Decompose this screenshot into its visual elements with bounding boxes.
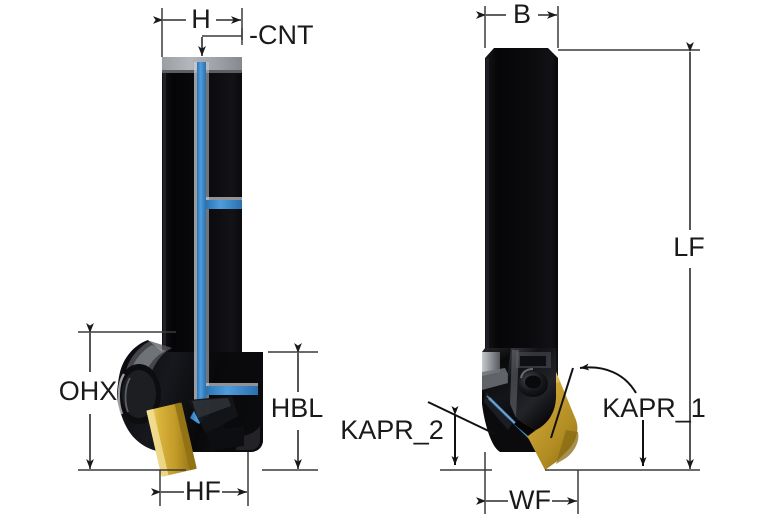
coolant-main-bore bbox=[197, 62, 206, 417]
right-clamp-edge-highlight bbox=[510, 350, 519, 418]
left-view-tool bbox=[117, 57, 263, 477]
kapr1-curved-leader bbox=[579, 363, 637, 394]
coolant-bore-wall-right bbox=[206, 62, 209, 417]
left-seat-highlight-arc-2 bbox=[124, 377, 131, 413]
left-insert-edge-shadow bbox=[174, 402, 197, 471]
left-head-relief bbox=[206, 426, 244, 450]
right-head-flank bbox=[482, 390, 556, 452]
dim-label-LF: LF bbox=[673, 232, 705, 262]
left-insert-group bbox=[146, 402, 197, 477]
coolant-bore-wall-left bbox=[194, 62, 197, 417]
dim-label-KAPR_2: KAPR_2 bbox=[340, 415, 444, 445]
dim-label-OHX: OHX bbox=[59, 376, 118, 406]
right-head-side-lip-2 bbox=[482, 368, 512, 390]
dim-label-B: B bbox=[513, 0, 531, 29]
right-view-tool bbox=[482, 48, 579, 470]
left-seat-highlight-arc bbox=[117, 373, 126, 415]
left-insert-seat-inner bbox=[122, 370, 156, 418]
kapr1-angle-ray bbox=[550, 367, 574, 439]
dim-label-WF: WF bbox=[509, 485, 551, 515]
kapr2-angle-ray bbox=[427, 401, 496, 435]
dim-label-CNT: -CNT bbox=[249, 20, 313, 50]
right-insert-shadow bbox=[556, 430, 579, 464]
coolant-branch-lower bbox=[206, 386, 258, 395]
coolant-branch-upper-wall bbox=[206, 197, 242, 200]
left-insert-edge-highlight bbox=[146, 408, 169, 477]
right-clamp-screw-highlight bbox=[520, 368, 534, 379]
coolant-branch-upper bbox=[206, 200, 242, 209]
right-clamp-screw-socket bbox=[525, 375, 541, 389]
dim-label-H: H bbox=[191, 4, 211, 34]
dim-label-KAPR_1: KAPR_1 bbox=[602, 393, 706, 423]
dim-label-HF: HF bbox=[185, 476, 221, 506]
left-head-shoulder bbox=[205, 352, 263, 452]
right-shank-body bbox=[485, 48, 558, 348]
right-clamp-underside bbox=[514, 420, 536, 436]
coolant-branch-lower-wall bbox=[206, 383, 258, 386]
left-insert-clamp-sheen bbox=[192, 398, 231, 418]
dim-label-HBL: HBL bbox=[271, 393, 324, 423]
right-shank-edge-highlight bbox=[486, 58, 489, 348]
right-clamp-slot bbox=[520, 356, 546, 366]
left-shank-edge-highlight bbox=[163, 73, 166, 351]
